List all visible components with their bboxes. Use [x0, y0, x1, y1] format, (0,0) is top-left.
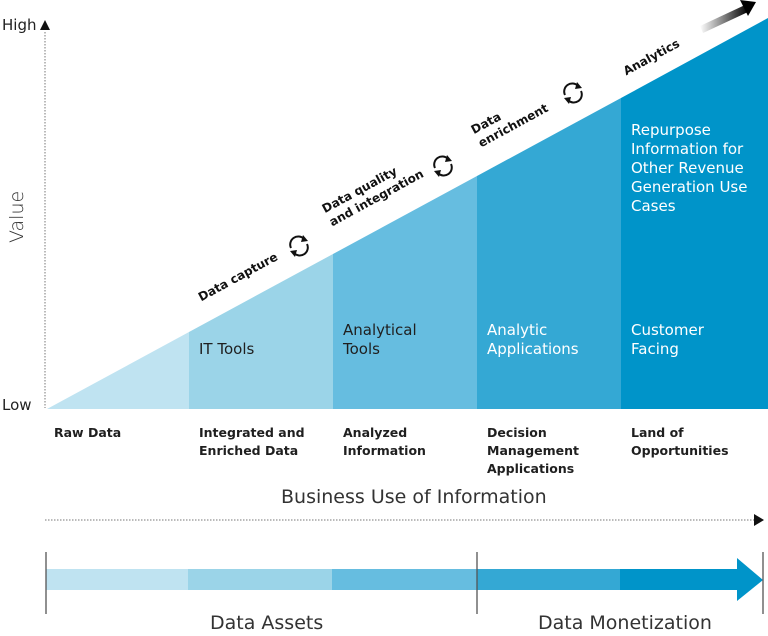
phase-bar-seg-2: [188, 569, 332, 590]
column-analytical-tools: [333, 176, 477, 409]
column-label-analytic-applications: Analytic Applications: [487, 321, 579, 358]
cycle-icon: [289, 235, 309, 257]
column-analytic-applications: [477, 98, 621, 409]
column-it-tools: [189, 254, 333, 409]
y-axis-arrow-icon: [40, 20, 50, 30]
column-raw-data: [47, 332, 189, 409]
x-axis-title: Business Use of Information: [281, 486, 547, 508]
y-axis-title: Value: [6, 190, 28, 243]
stage-label-decision: Decision Management Applications: [487, 425, 580, 476]
phase-label-data-monetization: Data Monetization: [538, 612, 712, 634]
column-label-customer-facing: Customer Facing: [631, 321, 704, 358]
growth-arrow-icon: [700, 0, 756, 33]
column-customer-facing: [621, 18, 768, 409]
y-axis-high-label: High: [2, 16, 37, 34]
phase-bar-seg-4: [477, 569, 620, 590]
stage-label-land: Land of Opportunities: [631, 425, 729, 458]
cycle-icon: [563, 82, 583, 104]
top-box-label: Repurpose Information for Other Revenue …: [631, 121, 748, 215]
phase-bar-seg-5: [620, 569, 738, 590]
column-label-analytical-tools: Analytical Tools: [343, 321, 417, 358]
x-axis-arrow-icon: [754, 514, 764, 526]
stage-label-analyzed: Analyzed Information: [343, 425, 426, 458]
stage-label-raw-data: Raw Data: [54, 425, 122, 440]
cycle-icon: [433, 155, 453, 177]
phase-label-data-assets: Data Assets: [210, 612, 324, 634]
y-axis-low-label: Low: [2, 396, 32, 414]
column-label-it-tools: IT Tools: [199, 340, 255, 358]
stage-label-integrated: Integrated and Enriched Data: [199, 425, 305, 458]
phase-bar-seg-1: [46, 569, 188, 590]
phase-bar-seg-3: [332, 569, 477, 590]
phase-arrow-head-icon: [737, 558, 763, 601]
